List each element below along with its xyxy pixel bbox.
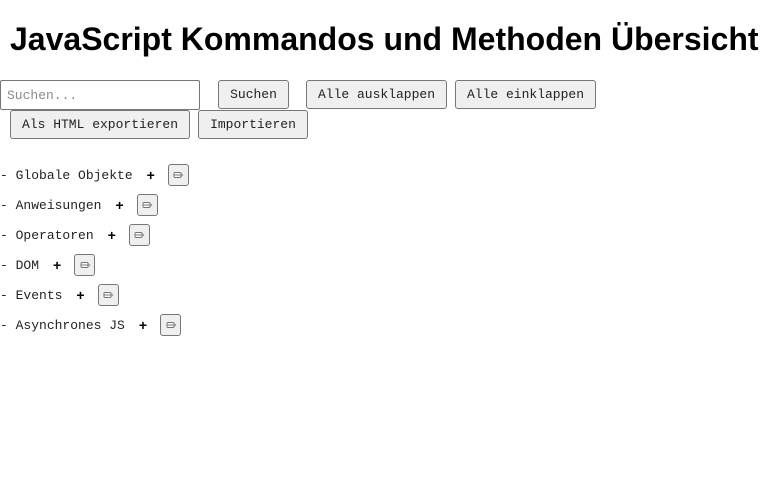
expand-all-button[interactable]: Alle ausklappen xyxy=(306,80,447,109)
page-title: JavaScript Kommandos und Methoden Übersi… xyxy=(10,21,759,57)
category-item: - Events + xyxy=(0,284,119,306)
edit-category-button[interactable] xyxy=(128,224,150,246)
edit-category-button[interactable] xyxy=(74,254,96,276)
edit-category-button[interactable] xyxy=(160,314,182,336)
category-toggle[interactable]: - Anweisungen xyxy=(0,197,102,213)
add-command-button[interactable]: + xyxy=(76,287,85,303)
category-item: - DOM + xyxy=(0,254,96,276)
pencil-icon xyxy=(142,202,153,208)
category-item: - Operatoren + xyxy=(0,224,150,246)
add-command-button[interactable]: + xyxy=(138,317,148,333)
pencil-icon xyxy=(166,322,177,328)
add-command-button[interactable]: + xyxy=(146,167,155,183)
collapse-all-button[interactable]: Alle einklappen xyxy=(455,80,596,109)
edit-category-button[interactable] xyxy=(136,194,158,216)
pencil-icon xyxy=(80,262,91,268)
edit-category-button[interactable] xyxy=(167,164,189,186)
search-button[interactable]: Suchen xyxy=(218,80,289,109)
category-toggle[interactable]: - Asynchrones JS xyxy=(0,317,125,333)
add-command-button[interactable]: + xyxy=(115,197,124,213)
category-toggle[interactable]: - Operatoren xyxy=(0,227,94,243)
category-toggle[interactable]: - Events xyxy=(0,287,63,303)
pencil-icon xyxy=(173,172,184,178)
export-html-button[interactable]: Als HTML exportieren xyxy=(10,110,190,139)
category-toggle[interactable]: - DOM xyxy=(0,257,40,273)
add-command-button[interactable]: + xyxy=(107,227,116,243)
search-input[interactable] xyxy=(0,80,200,110)
pencil-icon xyxy=(103,292,114,298)
category-item: - Asynchrones JS + xyxy=(0,314,182,336)
pencil-icon xyxy=(134,232,145,238)
import-button[interactable]: Importieren xyxy=(198,110,308,139)
edit-category-button[interactable] xyxy=(97,284,119,306)
category-item: - Anweisungen + xyxy=(0,194,158,216)
add-command-button[interactable]: + xyxy=(53,257,62,273)
category-item: - Globale Objekte + xyxy=(0,164,189,186)
category-toggle[interactable]: - Globale Objekte xyxy=(0,167,133,183)
